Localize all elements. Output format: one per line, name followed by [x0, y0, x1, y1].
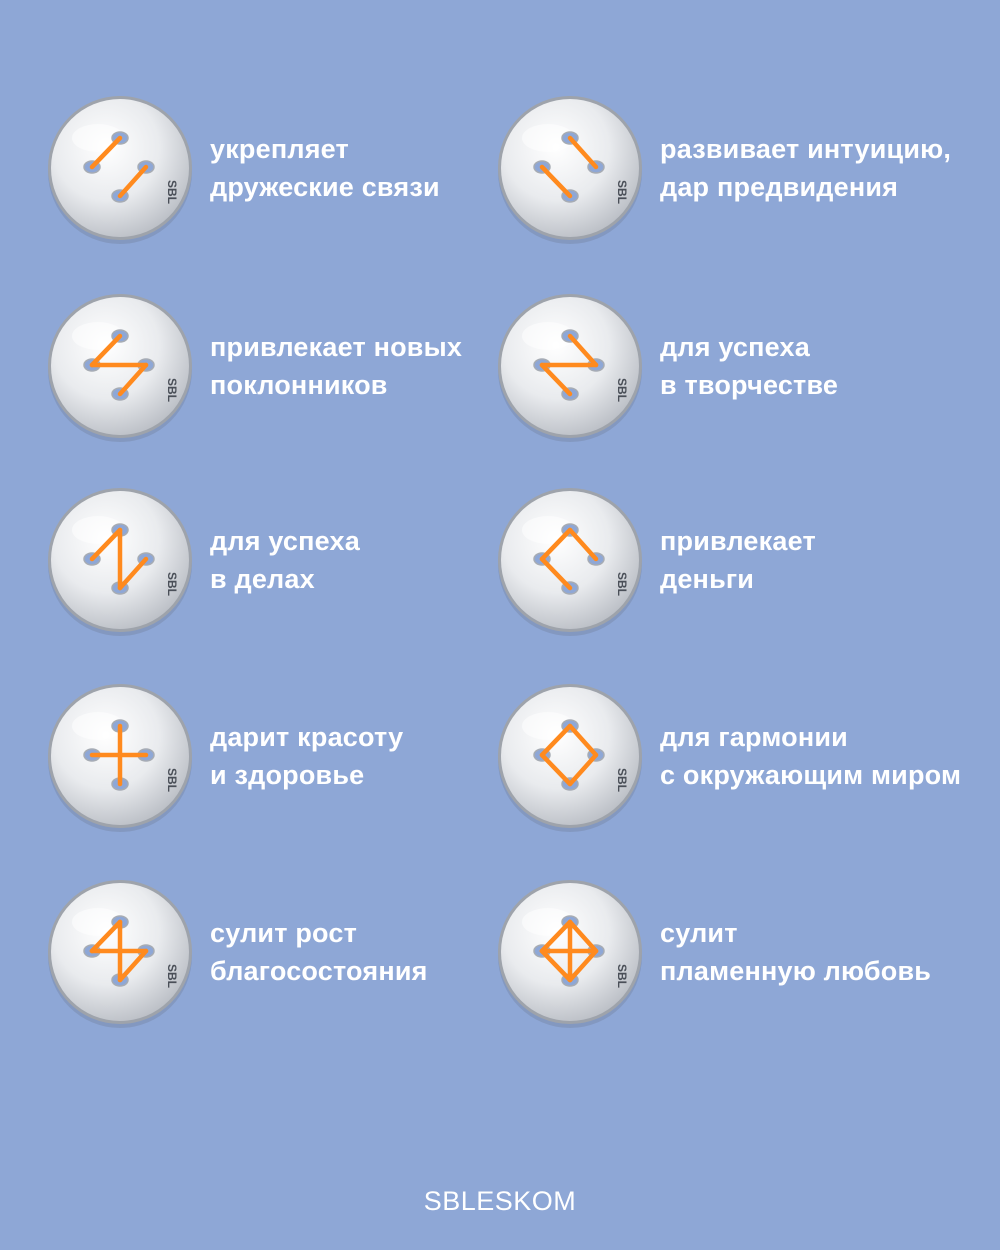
thread-stitch	[567, 527, 599, 562]
button-engraving: SBL	[165, 768, 179, 792]
button-item: SBL для успеха в делах	[40, 480, 520, 640]
button-engraving: SBL	[165, 572, 179, 596]
button-engraving: SBL	[615, 180, 629, 204]
button-face	[51, 99, 189, 237]
thread-stitch	[567, 919, 599, 954]
thread-stitch	[89, 135, 123, 170]
caption-line: дружеские связи	[210, 172, 440, 202]
thread-stitch	[567, 752, 599, 787]
caption-line: укрепляет	[210, 134, 349, 164]
thread-stitch	[567, 135, 599, 170]
button-item: SBL для успеха в творчестве	[490, 286, 970, 446]
caption-line: для успеха	[210, 526, 360, 556]
button-item: SBL укрепляет дружеские связи	[40, 88, 520, 248]
thread-stitch	[89, 333, 123, 368]
button-caption: развивает интуицию, дар предвидения	[660, 130, 951, 206]
button-caption: дарит красоту и здоровье	[210, 718, 403, 794]
button-engraving: SBL	[165, 378, 179, 402]
thread-stitch	[567, 333, 599, 368]
thread-stitch	[117, 362, 149, 397]
caption-line: поклонников	[210, 370, 388, 400]
thread-stitch	[539, 362, 573, 397]
button-caption: для гармонии с окружающим миром	[660, 718, 961, 794]
caption-line: дарит красоту	[210, 722, 404, 752]
sewing-button-icon: SBL	[40, 88, 200, 248]
caption-line: привлекает новых	[210, 332, 463, 362]
button-face	[501, 491, 639, 629]
button-engraving: SBL	[615, 378, 629, 402]
button-caption: сулит рост благосостояния	[210, 914, 428, 990]
sewing-button-icon: SBL	[490, 872, 650, 1032]
button-item: SBL сулит рост благосостояния	[40, 872, 520, 1032]
thread-stitch	[539, 752, 573, 787]
button-face	[501, 99, 639, 237]
caption-line: дар предвидения	[660, 172, 899, 202]
sewing-button-icon: SBL	[40, 872, 200, 1032]
button-engraving: SBL	[615, 964, 629, 988]
thread-stitch	[539, 527, 573, 562]
sewing-button-icon: SBL	[490, 480, 650, 640]
button-caption: привлекает новых поклонников	[210, 328, 462, 404]
button-item: SBL привлекает деньги	[490, 480, 970, 640]
caption-line: развивает интуицию,	[660, 134, 952, 164]
caption-line: и здоровье	[210, 760, 365, 790]
thread-stitch	[567, 948, 599, 983]
button-caption: для успеха в творчестве	[660, 328, 838, 404]
thread-stitch	[539, 948, 573, 983]
button-engraving: SBL	[615, 768, 629, 792]
thread-stitch	[539, 919, 573, 954]
thread-stitch	[539, 556, 573, 591]
caption-line: пламенную любовь	[660, 956, 932, 986]
caption-line: для успеха	[660, 332, 810, 362]
sewing-button-icon: SBL	[490, 676, 650, 836]
caption-line: привлекает	[660, 526, 816, 556]
button-caption: сулит пламенную любовь	[660, 914, 931, 990]
caption-line: в творчестве	[660, 370, 839, 400]
caption-line: сулит рост	[210, 918, 358, 948]
button-face	[501, 687, 639, 825]
caption-line: деньги	[660, 564, 755, 594]
caption-line: для гармонии	[660, 722, 848, 752]
button-caption: укрепляет дружеские связи	[210, 130, 440, 206]
caption-line: благосостояния	[210, 956, 428, 986]
sewing-button-icon: SBL	[40, 676, 200, 836]
button-item: SBL дарит красоту и здоровье	[40, 676, 520, 836]
sewing-button-icon: SBL	[490, 286, 650, 446]
caption-line: с окружающим миром	[660, 760, 962, 790]
caption-line: сулит	[660, 918, 738, 948]
thread-stitch	[567, 723, 599, 758]
brand-logo-text: SBLESKOM	[423, 1186, 577, 1216]
thread-stitch	[539, 164, 573, 199]
thread-stitch	[117, 164, 149, 199]
sewing-button-icon: SBL	[40, 480, 200, 640]
button-item: SBL для гармонии с окружающим миром	[490, 676, 970, 836]
button-item: SBL привлекает новых поклонников	[40, 286, 520, 446]
thread-stitch	[89, 527, 123, 562]
sewing-button-icon: SBL	[40, 286, 200, 446]
button-caption: для успеха в делах	[210, 522, 360, 598]
sewing-button-icon: SBL	[490, 88, 650, 248]
button-caption: привлекает деньги	[660, 522, 816, 598]
button-item: SBL сулит пламенную любовь	[490, 872, 970, 1032]
button-item: SBL развивает интуицию, дар предвидения	[490, 88, 970, 248]
thread-stitch	[539, 723, 573, 758]
button-engraving: SBL	[165, 180, 179, 204]
thread-stitch	[89, 919, 123, 954]
thread-stitch	[117, 556, 149, 591]
thread-stitch	[117, 948, 149, 983]
caption-line: в делах	[210, 564, 315, 594]
button-engraving: SBL	[615, 572, 629, 596]
button-engraving: SBL	[165, 964, 179, 988]
